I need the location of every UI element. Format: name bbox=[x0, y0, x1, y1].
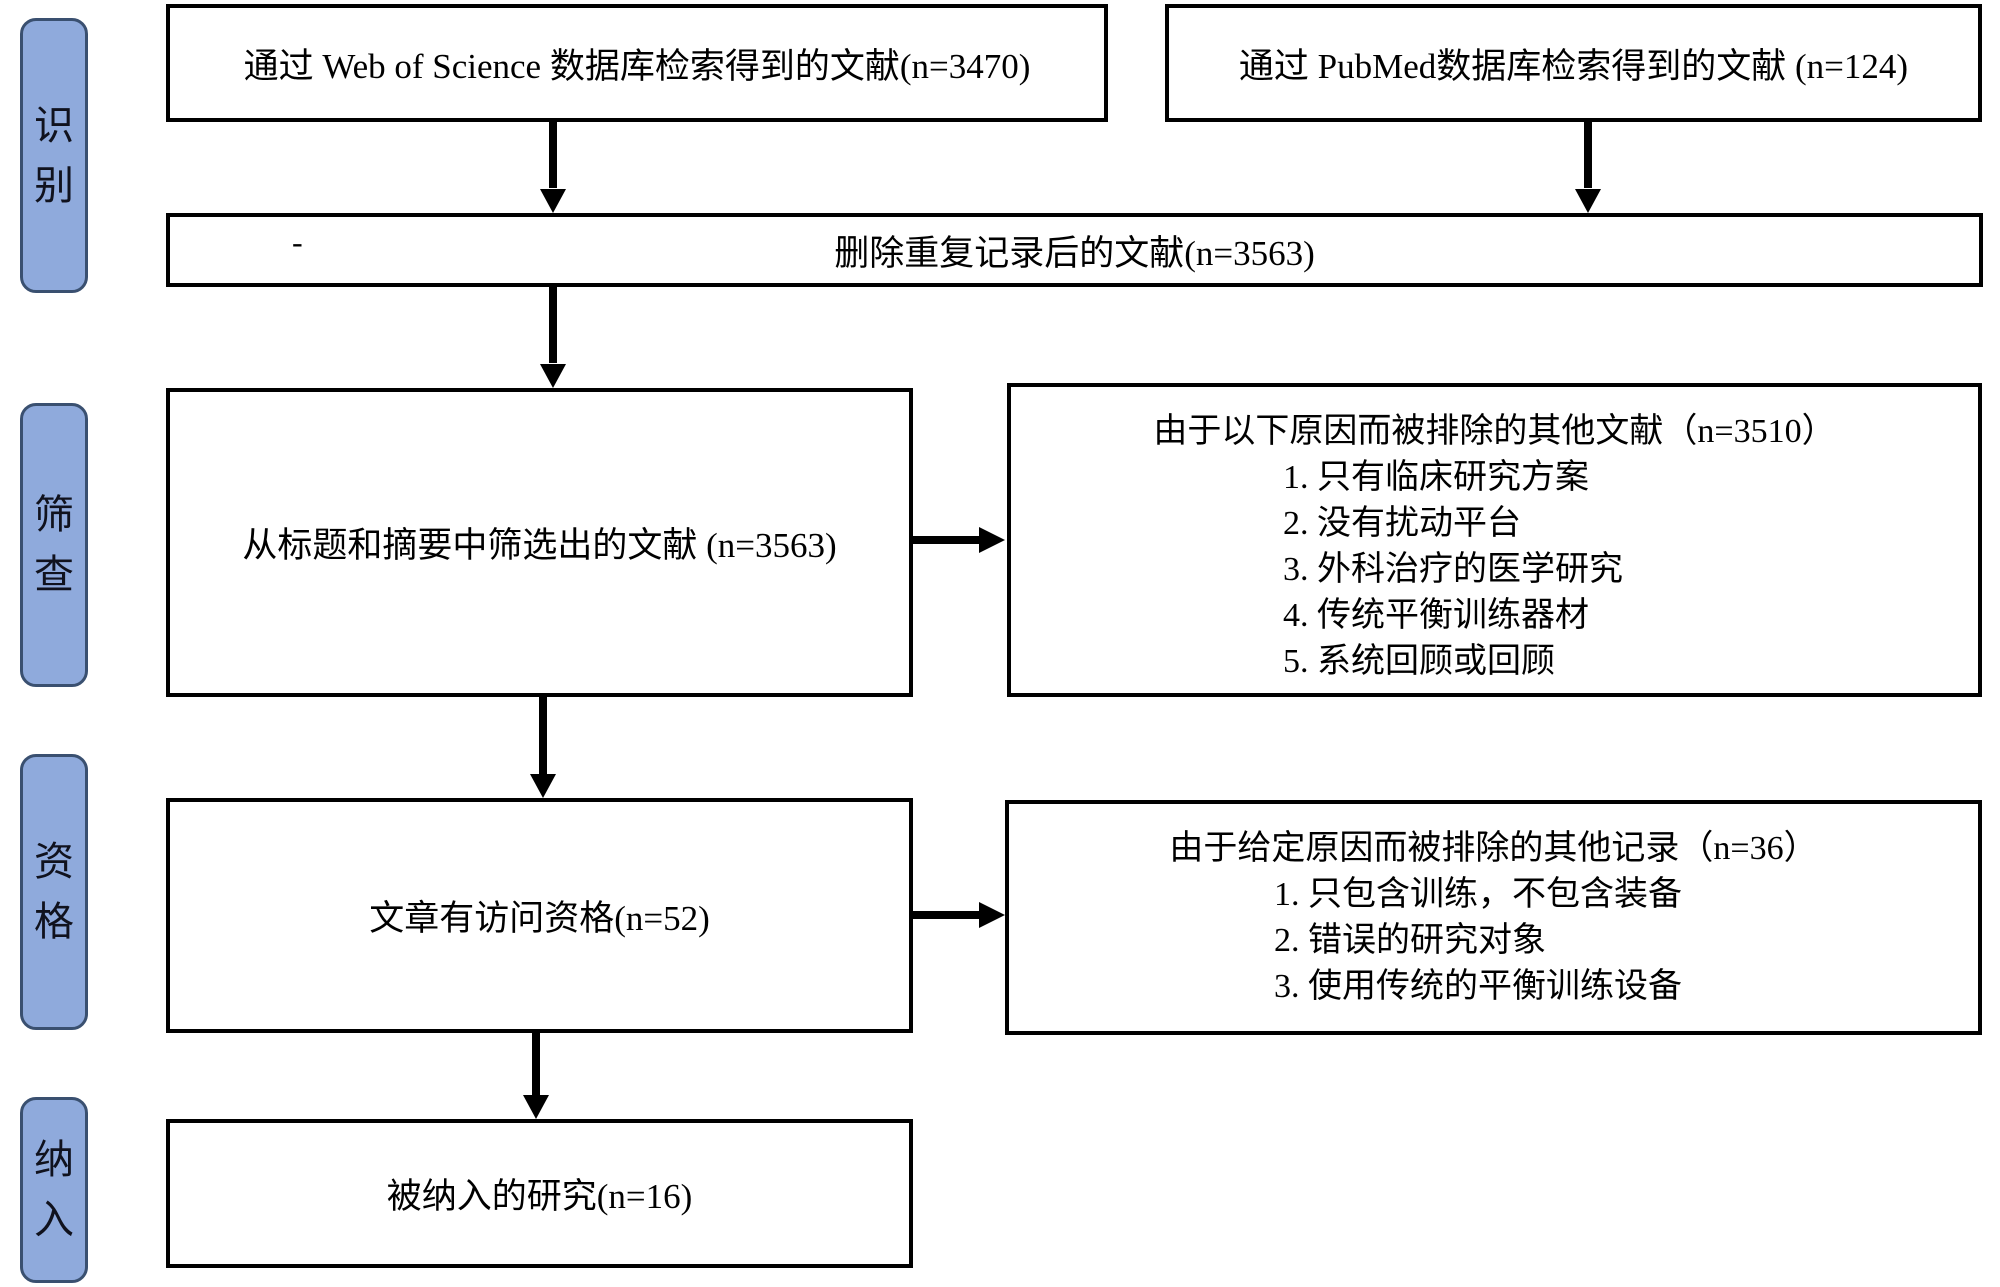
excluded-screening-item: 2. 没有扰动平台 bbox=[1283, 505, 1521, 542]
stage-eligibility: 资格 bbox=[20, 754, 88, 1030]
arrow-head-icon bbox=[540, 189, 566, 213]
box-included-studies-text: 被纳入的研究(n=16) bbox=[386, 1177, 693, 1216]
box-web-of-science: 通过 Web of Science 数据库检索得到的文献(n=3470) bbox=[166, 4, 1108, 122]
arrow-line bbox=[532, 1033, 540, 1095]
box-pubmed-text: 通过 PubMed数据库检索得到的文献 (n=124) bbox=[1238, 46, 1909, 86]
box-excluded-screening: 由于以下原因而被排除的其他文献（n=3510） 1. 只有临床研究方案 2. 没… bbox=[1007, 383, 1982, 697]
stage-screening-label: 筛查 bbox=[34, 492, 74, 597]
arrow-head-icon bbox=[979, 527, 1005, 553]
excluded-eligibility-heading: 由于给定原因而被排除的其他记录（n=36） bbox=[1169, 830, 1818, 867]
box-deduplicated: 删除重复记录后的文献(n=3563) bbox=[166, 213, 1983, 287]
excluded-screening-item: 1. 只有临床研究方案 bbox=[1283, 459, 1589, 496]
box-pubmed: 通过 PubMed数据库检索得到的文献 (n=124) bbox=[1165, 4, 1982, 122]
stage-identification: 识别 bbox=[20, 18, 88, 293]
box-web-of-science-text: 通过 Web of Science 数据库检索得到的文献(n=3470) bbox=[243, 46, 1031, 86]
box-title-abstract-screened: 从标题和摘要中筛选出的文献 (n=3563) bbox=[166, 388, 913, 697]
excluded-eligibility-item: 1. 只包含训练，不包含装备 bbox=[1274, 876, 1682, 913]
stage-identification-label: 识别 bbox=[34, 102, 74, 208]
excluded-screening-item: 4. 传统平衡训练器材 bbox=[1283, 597, 1589, 634]
stage-included: 纳入 bbox=[20, 1097, 88, 1283]
excluded-screening-list: 1. 只有临床研究方案 2. 没有扰动平台 3. 外科治疗的医学研究 4. 传统… bbox=[1011, 455, 1978, 685]
box-excluded-eligibility: 由于给定原因而被排除的其他记录（n=36） 1. 只包含训练，不包含装备 2. … bbox=[1005, 800, 1982, 1035]
excluded-screening-item: 3. 外科治疗的医学研究 bbox=[1283, 551, 1623, 588]
stage-screening: 筛查 bbox=[20, 403, 88, 687]
arrow-head-icon bbox=[1575, 189, 1601, 213]
arrow-line bbox=[913, 911, 979, 919]
box-eligible-fulltext: 文章有访问资格(n=52) bbox=[166, 798, 913, 1033]
stage-included-label: 纳入 bbox=[34, 1137, 74, 1242]
excluded-eligibility-item: 2. 错误的研究对象 bbox=[1274, 922, 1546, 959]
arrow-head-icon bbox=[540, 364, 566, 388]
box-title-abstract-screened-text: 从标题和摘要中筛选出的文献 (n=3563) bbox=[242, 526, 837, 565]
arrow-line bbox=[1584, 122, 1592, 188]
arrow-head-icon bbox=[979, 902, 1005, 928]
excluded-eligibility-list: 1. 只包含训练，不包含装备 2. 错误的研究对象 3. 使用传统的平衡训练设备 bbox=[1009, 872, 1978, 1010]
box-included-studies: 被纳入的研究(n=16) bbox=[166, 1119, 913, 1268]
arrow-line bbox=[549, 287, 557, 363]
excluded-screening-item: 5. 系统回顾或回顾 bbox=[1283, 643, 1555, 680]
arrow-line bbox=[913, 536, 979, 544]
arrow-head-icon bbox=[523, 1095, 549, 1119]
arrow-line bbox=[539, 697, 547, 774]
stage-eligibility-label: 资格 bbox=[34, 839, 74, 944]
stray-dash-mark: - bbox=[292, 224, 303, 260]
arrow-head-icon bbox=[530, 774, 556, 798]
excluded-screening-heading: 由于以下原因而被排除的其他文献（n=3510） bbox=[1153, 413, 1836, 450]
arrow-line bbox=[549, 122, 557, 188]
box-eligible-fulltext-text: 文章有访问资格(n=52) bbox=[369, 899, 710, 938]
excluded-eligibility-item: 3. 使用传统的平衡训练设备 bbox=[1274, 968, 1682, 1005]
box-deduplicated-text: 删除重复记录后的文献(n=3563) bbox=[834, 233, 1315, 273]
